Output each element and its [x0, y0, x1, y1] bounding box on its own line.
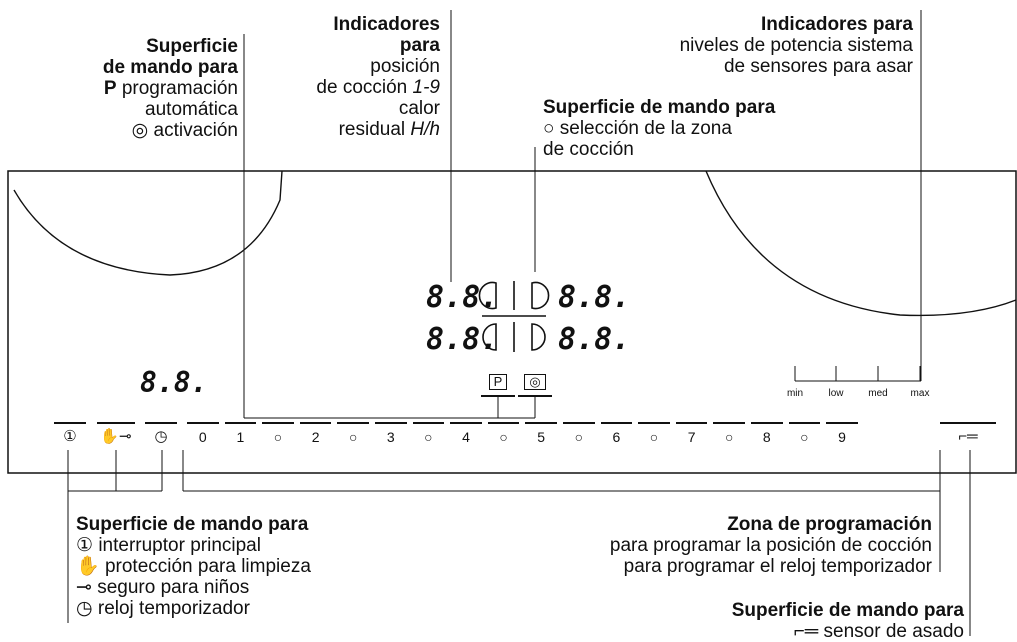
label-main-controls-title: Superficie de mando para: [76, 514, 309, 535]
level-min: min: [786, 388, 804, 399]
label-prog-auto-line1: P programación: [103, 78, 238, 99]
sensor-icon: ⌐═: [793, 621, 819, 642]
slider-key-4[interactable]: 4: [450, 422, 482, 445]
slider-dot[interactable]: ○: [412, 422, 445, 445]
slider-dot[interactable]: ○: [262, 422, 294, 445]
slider-dot[interactable]: ○: [487, 422, 520, 445]
label-roast-sensor: Superficie de mando para ⌐═ sensor de as…: [630, 600, 964, 642]
label-prog-zone-line2: para programar el reloj temporizador: [623, 556, 932, 577]
slider-key-5[interactable]: 5: [525, 422, 557, 445]
slider-dot[interactable]: ○: [638, 422, 670, 445]
slider-dot[interactable]: ○: [713, 422, 745, 445]
level-low: low: [828, 388, 844, 399]
slider-key-0[interactable]: 0: [187, 422, 219, 445]
lock-button[interactable]: ✋⊸: [97, 422, 135, 445]
label-indicators-title: Indicadores para: [333, 14, 440, 56]
label-roast-line: ⌐═ sensor de asado: [793, 621, 964, 642]
slider-key-7[interactable]: 7: [675, 422, 708, 445]
slider-key-2[interactable]: 2: [299, 422, 332, 445]
main-switch-button[interactable]: ①: [54, 422, 86, 445]
main-controls-item: ① interruptor principal: [76, 535, 261, 556]
clock-icon: ◷: [76, 598, 93, 619]
label-indicators-line3: calor: [398, 98, 440, 119]
slider-dot[interactable]: ○: [788, 422, 821, 445]
slider-dot[interactable]: ○: [563, 422, 595, 445]
circle-icon: ○: [543, 118, 555, 139]
label-prog-zone-line1: para programar la posición de cocción: [609, 535, 932, 556]
label-prog-auto-title: Superficie de mando para: [102, 36, 238, 78]
level-med: med: [868, 388, 888, 399]
label-prog-zone-title: Zona de programación: [727, 514, 932, 535]
main-controls-item: ◷ reloj temporizador: [76, 598, 250, 619]
activation-button[interactable]: ◎: [518, 371, 552, 397]
timer-display: 8.8.: [140, 366, 207, 399]
label-power-indicators: Indicadores para niveles de potencia sis…: [600, 14, 913, 77]
label-prog-auto: Superficie de mando para P programación …: [60, 36, 238, 141]
activation-icon: ◎: [131, 120, 149, 141]
label-zone-select-line1: ○ selección de la zona: [543, 118, 732, 139]
slider-key-6[interactable]: 6: [600, 422, 633, 445]
label-power-line1: niveles de potencia sistema: [679, 35, 913, 56]
p-button[interactable]: P: [481, 371, 515, 397]
key-icon: ⊸: [76, 577, 92, 598]
label-indicators-line2: de cocción 1-9: [316, 77, 440, 98]
label-zone-select-title: Superficie de mando para: [543, 97, 776, 118]
roast-sensor-button[interactable]: ⌐═: [940, 422, 996, 445]
slider-key-1[interactable]: 1: [224, 422, 257, 445]
slider-key-8[interactable]: 8: [751, 422, 783, 445]
display-bottom-right: 8.8.: [558, 322, 630, 357]
label-prog-auto-line2: automática: [145, 99, 238, 120]
label-zone-select-line2: de cocción: [543, 139, 634, 160]
level-max: max: [910, 388, 930, 399]
slider-key-3[interactable]: 3: [375, 422, 407, 445]
label-power-line2: de sensores para asar: [723, 56, 913, 77]
main-controls-item: ⊸ seguro para niños: [76, 577, 250, 598]
label-indicators-line1: posición: [370, 56, 440, 77]
hand-icon: ✋: [76, 556, 100, 577]
slider-key-9[interactable]: 9: [826, 422, 858, 445]
display-top-left: 8.8.: [426, 280, 498, 315]
segment-residual: H/h: [410, 119, 440, 140]
main-controls-item: ✋ protección para limpieza: [76, 556, 311, 577]
segment-range: 1-9: [412, 77, 440, 98]
label-indicators-line4: residual H/h: [338, 119, 440, 140]
label-power-title: Indicadores para: [760, 14, 913, 35]
timer-button[interactable]: ◷: [145, 422, 177, 445]
label-zone-select: Superficie de mando para ○ selección de …: [543, 97, 823, 160]
display-top-right: 8.8.: [558, 280, 630, 315]
display-bottom-left: 8.8.: [426, 322, 498, 357]
label-main-controls: Superficie de mando para ① interruptor p…: [76, 514, 396, 619]
label-indicators: Indicadores para posición de cocción 1-9…: [255, 14, 440, 140]
label-roast-title: Superficie de mando para: [731, 600, 964, 621]
label-prog-auto-line3: ◎ activación: [131, 120, 238, 141]
label-prog-zone: Zona de programación para programar la p…: [480, 514, 932, 577]
slider-dot[interactable]: ○: [337, 422, 369, 445]
power-icon: ①: [76, 535, 94, 556]
